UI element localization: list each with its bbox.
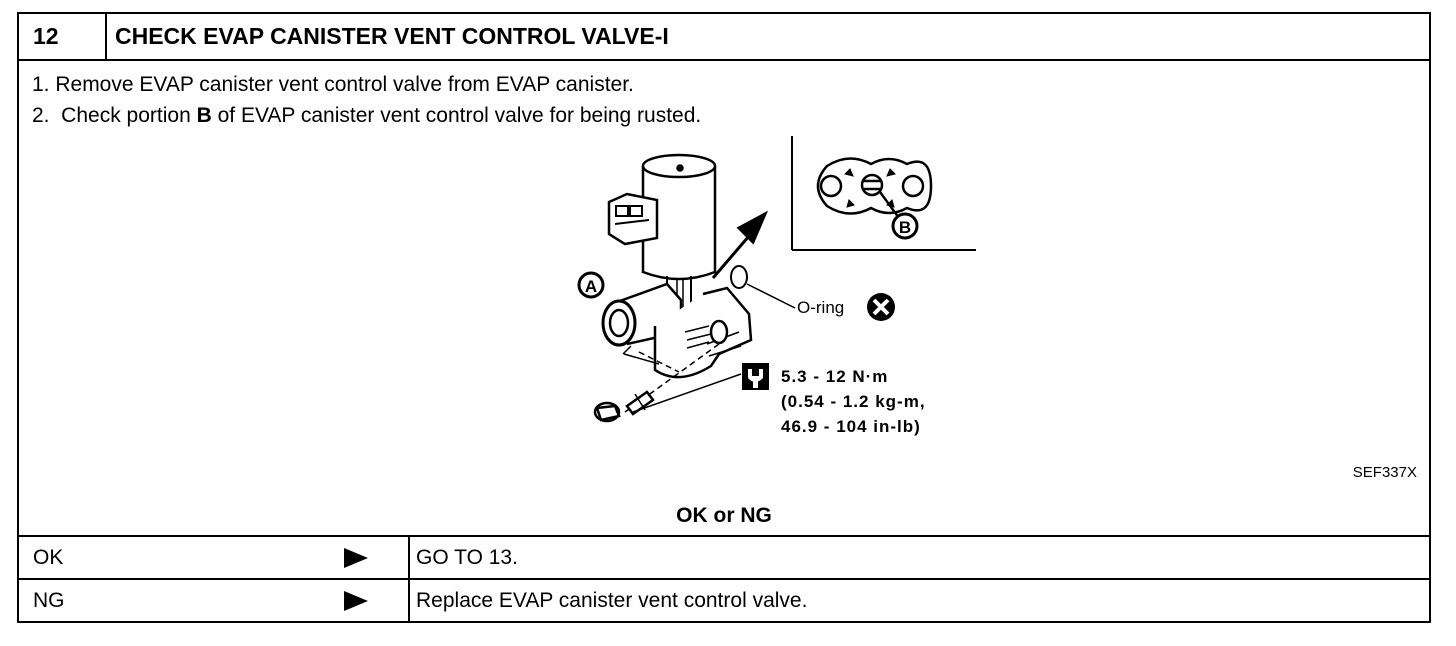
valve-figure: B xyxy=(577,136,976,436)
triangle-right-icon xyxy=(344,591,368,611)
step-header: 12 CHECK EVAP CANISTER VENT CONTROL VALV… xyxy=(19,14,1429,61)
o-ring-label: O-ring xyxy=(797,298,844,317)
instruction-2-suffix: of EVAP canister vent control valve for … xyxy=(211,104,702,127)
step-title: CHECK EVAP CANISTER VENT CONTROL VALVE-I xyxy=(115,23,669,49)
inspection-step-table: 12 CHECK EVAP CANISTER VENT CONTROL VALV… xyxy=(17,12,1431,623)
callout-a: A xyxy=(585,277,597,296)
column-divider xyxy=(408,580,410,623)
arrow-icon xyxy=(711,210,769,279)
instruction-2-prefix: 2. Check portion xyxy=(32,104,197,127)
instruction-list: 1. Remove EVAP canister vent control val… xyxy=(32,69,701,131)
valve-illustration xyxy=(601,153,753,413)
torque-wrench-icon xyxy=(742,363,769,390)
o-ring-icon xyxy=(730,265,796,309)
do-not-reuse-icon xyxy=(867,293,895,321)
torque-line-3: 46.9 - 104 in-lb) xyxy=(781,417,921,436)
torque-line-2: (0.54 - 1.2 kg-m, xyxy=(781,392,926,411)
figure-ref-code: SEF337X xyxy=(1352,464,1417,481)
bolt-icon xyxy=(593,390,655,423)
torque-line-1: 5.3 - 12 N·m xyxy=(781,367,888,386)
step-number: 12 xyxy=(19,14,107,59)
decision-question: OK or NG xyxy=(676,504,772,527)
callout-a-marker xyxy=(577,271,605,299)
instruction-1: 1. Remove EVAP canister vent control val… xyxy=(32,73,634,96)
result-action: Replace EVAP canister vent control valve… xyxy=(416,589,808,612)
portion-b-label: B xyxy=(196,104,212,127)
result-action: GO TO 13. xyxy=(416,546,518,569)
instruction-2: 2. Check portion B of EVAP canister vent… xyxy=(32,100,701,131)
result-row-ok: OK GO TO 13. xyxy=(19,535,1429,578)
result-label: OK xyxy=(33,546,64,569)
inset-frame xyxy=(791,136,976,251)
result-row-ng: NG Replace EVAP canister vent control va… xyxy=(19,578,1429,623)
column-divider xyxy=(408,537,410,578)
result-label: NG xyxy=(33,589,65,612)
callout-b: B xyxy=(899,218,911,237)
triangle-right-icon xyxy=(344,548,368,568)
inset-gasket-icon xyxy=(816,157,933,240)
